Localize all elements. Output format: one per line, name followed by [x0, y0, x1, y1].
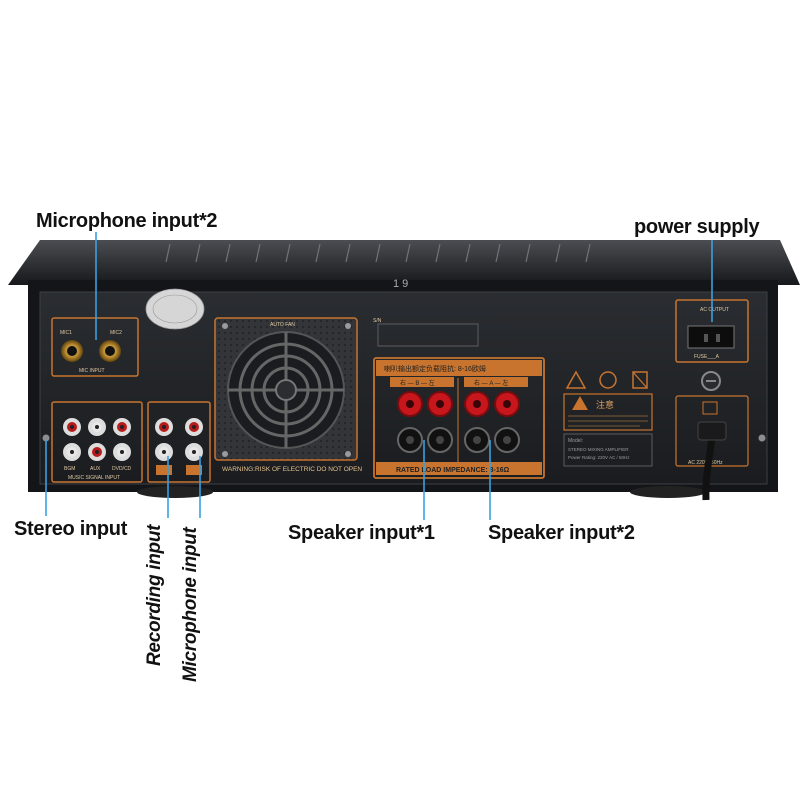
rca-label-bgm: BGM: [64, 466, 75, 472]
ac-outlet: [687, 325, 735, 349]
model-label: Model:: [568, 438, 583, 444]
callout-recording-input: Recording input: [144, 524, 165, 666]
binding-posts-red: [397, 391, 520, 417]
serial-label: S/N: [373, 318, 382, 324]
fuse-label: FUSE___A: [694, 354, 720, 360]
rca-label-aux: AUX: [90, 466, 101, 472]
rated-load-label: RATED LOAD IMPEDANCE: 8-16Ω: [396, 467, 510, 474]
warning-labels: 注意 Model: STEREO MIXING AMPLIFIER Power …: [563, 370, 653, 467]
callout-lines: [45, 232, 713, 520]
auto-fan-label: AUTO FAN: [270, 322, 295, 328]
callout-microphone-input-2: Microphone input*2: [36, 210, 218, 232]
mic1-label: MIC1: [60, 330, 72, 336]
binding-posts-black: [397, 427, 520, 453]
speaker-group-a: 右 — A — 左: [474, 379, 508, 387]
top-cover: [8, 240, 800, 285]
rca-row-bottom: [63, 443, 131, 461]
top-vents: [165, 243, 591, 263]
top-mark: 1 9: [393, 278, 408, 290]
speaker-terminal-block: 喇叭输出额定负载阻抗: 8-16欧姆 右 — B — 左 右 — A — 左 R…: [373, 357, 545, 479]
callout-speaker-input-1: Speaker input*1: [288, 522, 435, 544]
callout-microphone-input: Microphone input: [180, 527, 201, 682]
callout-stereo-input: Stereo input: [14, 518, 128, 540]
power-plug: [697, 421, 727, 441]
mic-input-label: MIC INPUT: [79, 368, 105, 374]
mic2-label: MIC2: [110, 330, 122, 336]
music-signal-input-block: BGM AUX DVD/CD MUSIC SIGNAL INPUT: [51, 401, 143, 483]
warning-label: WARNING:RISK OF ELECTRIC DO NOT OPEN: [222, 466, 362, 473]
callout-power-supply: power supply: [634, 216, 760, 238]
ac-output-label: AC OUTPUT: [700, 307, 729, 313]
speaker-header-cn: 喇叭输出额定负载阻抗: 8-16欧姆: [384, 364, 486, 373]
power-block: AC OUTPUT FUSE___A AC 220V~50Hz: [675, 299, 749, 501]
rca-label-dvdcd: DVD/CD: [112, 466, 132, 472]
back-panel: [39, 291, 768, 485]
fass-sticker: [145, 288, 205, 330]
caution-cn: 注意: [596, 399, 614, 410]
mic-input-block: MIC1 MIC2 MIC INPUT: [51, 317, 139, 377]
power-rating-label: Power Rating: 220V AC / 50Hz: [568, 455, 630, 460]
recording-block: [147, 401, 211, 483]
music-signal-input-label: MUSIC SIGNAL INPUT: [68, 475, 120, 481]
stereo-mixing-label: STEREO MIXING AMPLIFIER: [568, 447, 629, 452]
callout-speaker-input-2: Speaker input*2: [488, 522, 635, 544]
rca-row-top: [63, 418, 131, 436]
serial-plate: S/N: [373, 318, 479, 347]
fan-block: AUTO FAN WARNING:RISK OF ELECTRIC DO NOT…: [214, 317, 362, 473]
speaker-group-b: 右 — B — 左: [400, 379, 435, 387]
